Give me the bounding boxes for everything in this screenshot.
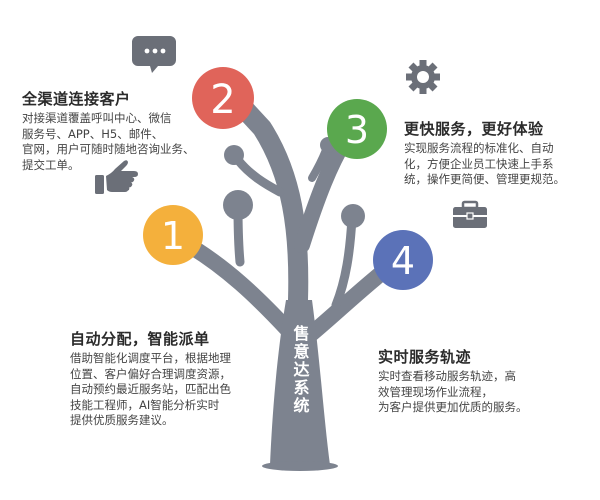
node-3-description: 更快服务，更好体验 实现服务流程的标准化、自动 化，方便企业员工快速上手系 统，… [404, 118, 565, 188]
node-1-number: 1 [161, 214, 185, 258]
trunk-label: 售意达系统 [291, 324, 310, 415]
node-4: 4 [373, 230, 433, 290]
tree-roots [262, 461, 338, 471]
node-2: 2 [192, 67, 254, 129]
node-2-description: 全渠道连接客户 对接渠道覆盖呼叫中心、微信 服务号、APP、H5、邮件、 官网，… [22, 88, 195, 173]
node-4-number: 4 [391, 239, 415, 283]
node-3-line: 实现服务流程的标准化、自动 [404, 141, 554, 155]
gear-icon [406, 60, 440, 94]
node-1-description: 自动分配，智能派单 借助智能化调度平台，根据地理 位置、客户偏好合理调度资源， … [70, 328, 231, 429]
twig-end-left-upper [224, 145, 244, 165]
node-1-line: 位置、客户偏好合理调度资源， [70, 366, 231, 381]
briefcase-icon [453, 200, 487, 228]
node-4-title: 实时服务轨迹 [378, 348, 472, 366]
node-3-title: 更快服务，更好体验 [404, 120, 544, 138]
node-2-title: 全渠道连接客户 [22, 90, 131, 108]
node-4-line: 实时查看移动服务轨迹，高 [378, 369, 516, 383]
node-1-line: 技能工程师，AI智能分析实时 [70, 397, 220, 412]
twig-right-lower [331, 213, 357, 310]
pointing-hand-icon [95, 160, 138, 194]
node-3: 3 [327, 99, 387, 159]
node-3-line: 化，方便企业员工快速上手系 [404, 156, 554, 171]
twig-right-upper [308, 146, 330, 182]
node-1-line: 自动预约最近服务站，匹配出色 [70, 382, 231, 396]
node-1: 1 [143, 205, 203, 265]
twig-ends [223, 137, 365, 228]
node-1-line: 提供优质服务建议。 [70, 413, 174, 427]
node-2-line: 官网，用户可随时随地咨询业务、 [22, 142, 195, 156]
branch-to-node-2 [228, 92, 309, 310]
node-3-number: 3 [345, 108, 369, 152]
node-1-title: 自动分配，智能派单 [70, 330, 210, 348]
node-1-circle [143, 205, 203, 265]
twig-end-right-lower [341, 204, 365, 228]
node-3-line: 统，操作更简便、管理更规范。 [404, 172, 565, 186]
node-2-circle [192, 67, 254, 129]
node-4-line: 为客户提供更加优质的服务。 [378, 400, 528, 414]
tree-branches [172, 92, 406, 343]
node-1-line: 借助智能化调度平台，根据地理 [70, 351, 231, 365]
node-4-line: 效管理现场作业流程， [378, 384, 493, 399]
tree-trunk [270, 300, 330, 465]
node-3-circle [327, 99, 387, 159]
node-4-circle [373, 230, 433, 290]
twig-left-upper [233, 155, 285, 197]
node-2-number: 2 [210, 77, 235, 123]
node-4-description: 实时服务轨迹 实时查看移动服务轨迹，高 效管理现场作业流程， 为客户提供更加优质… [378, 346, 528, 416]
chat-bubble-icon [132, 36, 176, 73]
node-2-line: 服务号、APP、H5、邮件、 [22, 126, 164, 141]
twig-end-left-lower [223, 190, 253, 220]
node-2-line: 对接渠道覆盖呼叫中心、微信 [22, 111, 172, 125]
node-2-line: 提交工单。 [22, 157, 80, 172]
